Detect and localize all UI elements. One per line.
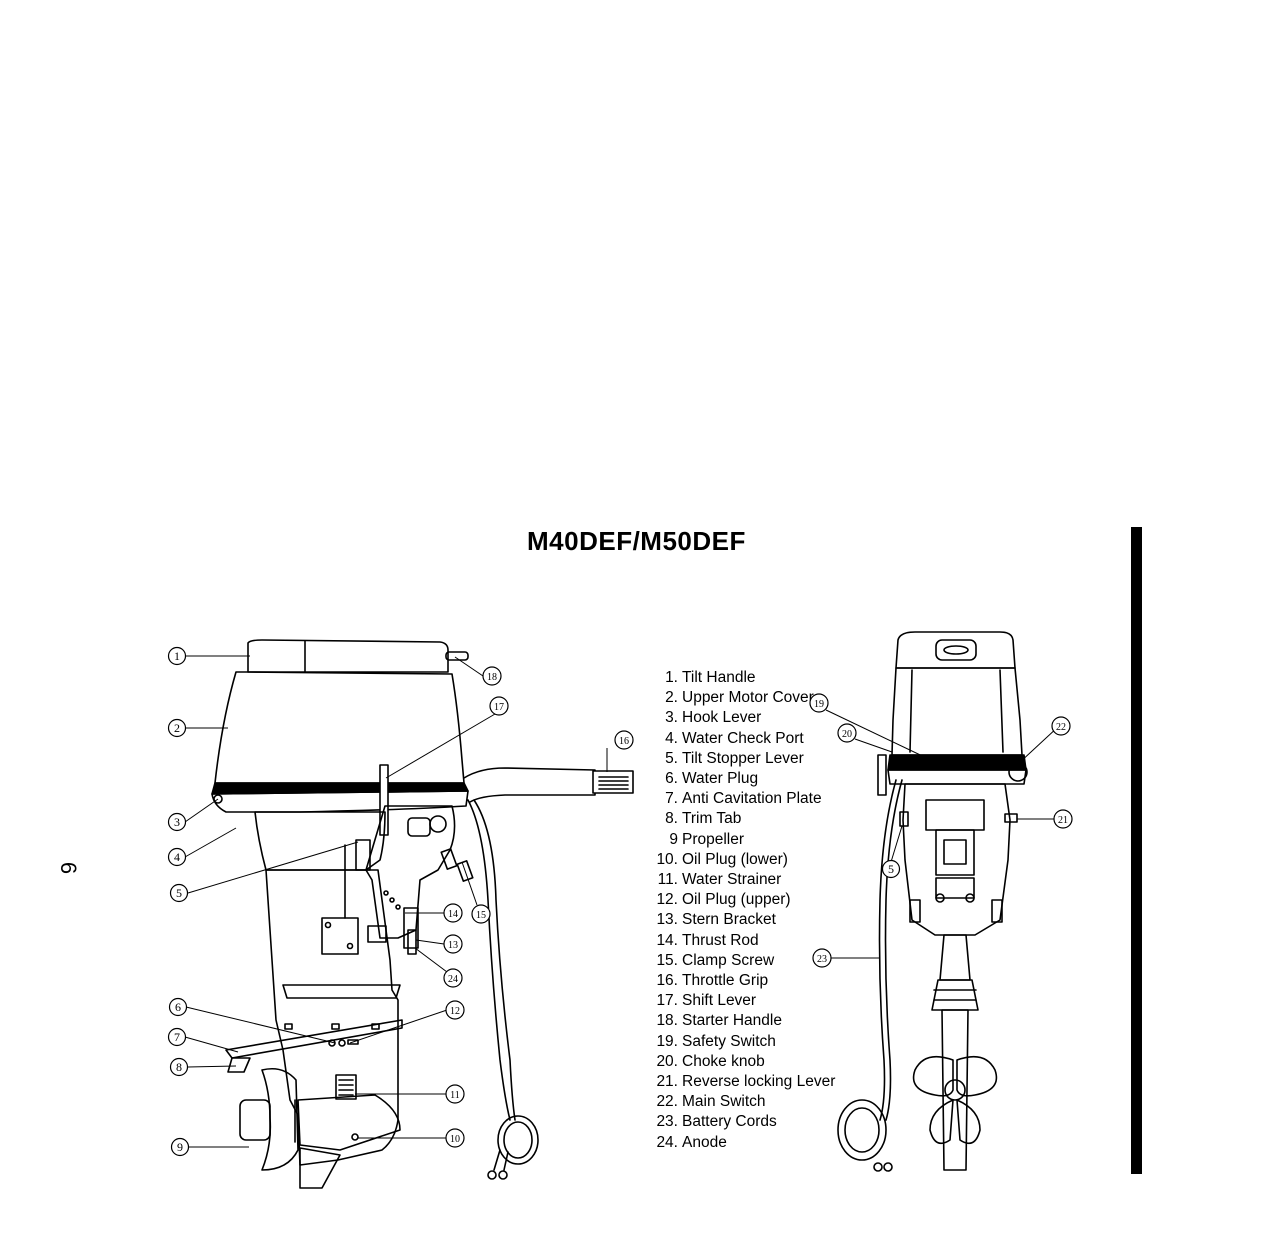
diagram-title: M40DEF/M50DEF [527, 526, 746, 556]
legend-item: 15.Clamp Screw [656, 951, 775, 969]
legend-item: 3.Hook Lever [665, 709, 762, 727]
callout-15: 15 [471, 904, 491, 924]
callout-18: 18 [482, 666, 502, 686]
callout-16: 16 [614, 730, 634, 750]
svg-text:3: 3 [174, 815, 180, 829]
callout-22: 22 [1051, 716, 1071, 736]
svg-text:9: 9 [177, 1140, 183, 1154]
legend-item: 21.Reverse locking Lever [656, 1073, 836, 1091]
legend-item: 22.Main Switch [656, 1093, 766, 1111]
svg-text:12: 12 [450, 1006, 460, 1017]
callout-19: 19 [809, 693, 829, 713]
legend-item: 5.Tilt Stopper Lever [665, 749, 804, 767]
side-view-leader-lines [184, 655, 608, 1148]
legend-item: 10.Oil Plug (lower) [656, 850, 788, 868]
callout-14: 14 [443, 903, 463, 923]
svg-text:6: 6 [175, 1000, 181, 1014]
rear-view-motor [837, 631, 1028, 1172]
svg-text:7: 7 [174, 1030, 180, 1044]
legend-item: 12.Oil Plug (upper) [656, 891, 791, 909]
callout-10: 10 [445, 1128, 465, 1148]
legend-item: 7.Anti Cavitation Plate [665, 790, 822, 808]
legend-item: 1.Tilt Handle [665, 669, 756, 686]
svg-text:11: 11 [450, 1090, 460, 1101]
svg-text:5: 5 [888, 862, 894, 876]
callout-24: 24 [443, 968, 463, 988]
callout-1: 1 [167, 646, 187, 666]
svg-text:18: 18 [487, 672, 497, 683]
svg-text:13: 13 [448, 940, 458, 951]
svg-text:14: 14 [448, 909, 458, 920]
svg-text:5: 5 [176, 886, 182, 900]
legend-item: 6.Water Plug [665, 770, 759, 788]
callout-17: 17 [489, 696, 509, 716]
svg-text:23: 23 [817, 954, 827, 965]
svg-text:1: 1 [174, 649, 180, 663]
callout-5-rear: 5 [881, 859, 901, 879]
legend-item: 18.Starter Handle [656, 1012, 782, 1030]
svg-text:20: 20 [842, 729, 852, 740]
legend-item: 4.Water Check Port [665, 729, 804, 747]
legend-item: 11.Water Strainer [657, 871, 782, 889]
legend-item: 14.Thrust Rod [656, 931, 759, 949]
svg-text:24: 24 [448, 974, 458, 985]
callout-5: 5 [169, 883, 189, 903]
svg-text:19: 19 [814, 699, 824, 710]
callout-7: 7 [167, 1027, 187, 1047]
side-view-motor [211, 639, 634, 1189]
callout-20: 20 [837, 723, 857, 743]
legend-item: 2.Upper Motor Cover [665, 689, 814, 707]
legend-item: 16.Throttle Grip [656, 972, 769, 990]
callout-21: 21 [1053, 809, 1073, 829]
callout-2: 2 [167, 718, 187, 738]
svg-text:8: 8 [176, 1060, 182, 1074]
callout-23: 23 [812, 948, 832, 968]
callout-9: 9 [170, 1137, 190, 1157]
legend-item: 23.Battery Cords [656, 1113, 777, 1131]
svg-text:2: 2 [174, 721, 180, 735]
legend-item: 8.Trim Tab [665, 810, 742, 828]
svg-text:22: 22 [1056, 722, 1066, 733]
svg-text:16: 16 [619, 736, 629, 747]
callout-4: 4 [167, 847, 187, 867]
rear-view-leader-lines [825, 709, 1060, 959]
callout-6: 6 [168, 997, 188, 1017]
svg-text:17: 17 [494, 702, 504, 713]
legend-item: 20.Choke knob [656, 1052, 765, 1070]
legend-item: 24.Anode [656, 1133, 727, 1151]
callout-8: 8 [169, 1057, 189, 1077]
callout-13: 13 [443, 934, 463, 954]
svg-text:15: 15 [476, 910, 486, 921]
svg-text:4: 4 [174, 850, 180, 864]
callout-12: 12 [445, 1000, 465, 1020]
parts-legend: 1.Tilt Handle 2.Upper Motor Cover 3.Hook… [652, 668, 835, 1153]
side-margin-bar [1131, 527, 1142, 1174]
callout-11: 11 [445, 1084, 465, 1104]
legend-item: 13.Stern Bracket [656, 911, 776, 929]
legend-item: 19.Safety Switch [656, 1032, 776, 1050]
legend-item: 17.Shift Lever [656, 992, 757, 1010]
svg-text:10: 10 [450, 1134, 460, 1145]
callout-3: 3 [167, 812, 187, 832]
svg-text:21: 21 [1058, 815, 1068, 826]
